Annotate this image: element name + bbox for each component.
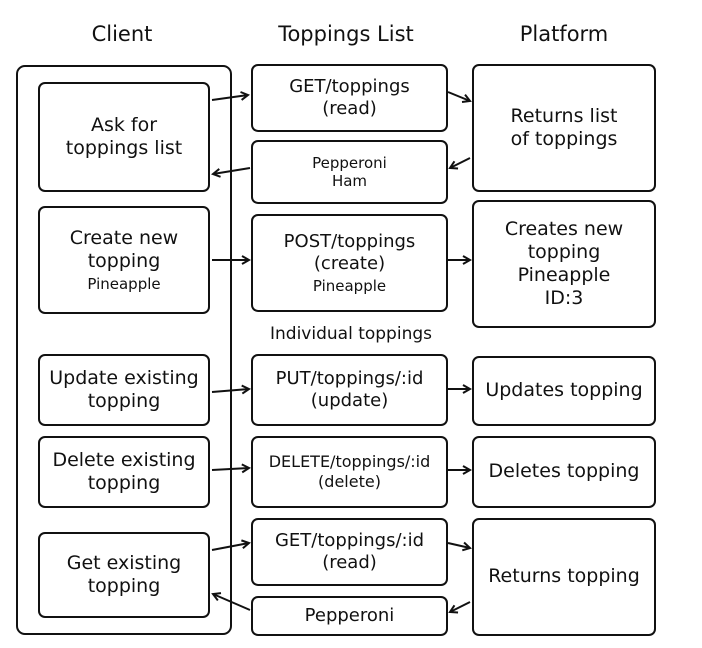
request-put-topping: PUT/toppings/:id (update): [251, 354, 448, 426]
platform-returns-list-line2: of toppings: [510, 128, 618, 150]
client-ask-toppings-list: Ask for toppings list: [38, 82, 210, 192]
client-delete-line1: Delete existing: [52, 448, 196, 471]
request-delete-line2: (delete): [318, 472, 381, 491]
request-post-line2: (create): [313, 252, 386, 274]
request-delete-topping: DELETE/toppings/:id (delete): [251, 436, 448, 508]
request-get-toppings-line1: GET/toppings: [289, 76, 410, 98]
response-list-line2: Ham: [331, 172, 368, 190]
header-toppings-list: Toppings List: [278, 22, 414, 46]
client-update-line2: topping: [87, 390, 161, 412]
client-update-line1: Update existing: [49, 366, 199, 389]
header-client: Client: [91, 22, 153, 46]
client-create-topping: Create new topping Pineapple: [38, 206, 210, 314]
arrow-returns-to-response: [450, 601, 471, 612]
platform-updates-topping: Updates topping: [472, 356, 656, 426]
response-topping-line1: Pepperoni: [304, 605, 395, 627]
platform-deletes-topping: Deletes topping: [472, 436, 656, 508]
client-create-line2: topping: [87, 249, 161, 272]
arrow-request-to-returns: [447, 543, 470, 548]
arrow-update-to-put: [211, 389, 249, 392]
arrow-get-to-returns-list: [447, 91, 470, 101]
client-create-sub: Pineapple: [87, 275, 161, 294]
arrow-delete-to-request: [211, 468, 249, 470]
section-label-individual-toppings: Individual toppings: [270, 324, 432, 344]
client-ask-line2: toppings list: [65, 137, 183, 159]
platform-returns-list-line1: Returns list: [510, 104, 618, 127]
platform-creates-line4: ID:3: [544, 287, 584, 310]
client-get-line1: Get existing: [66, 551, 182, 574]
client-delete-topping: Delete existing topping: [38, 436, 210, 508]
client-ask-line1: Ask for: [90, 113, 158, 136]
platform-creates-line1: Creates new: [504, 217, 624, 240]
response-topping: Pepperoni: [251, 596, 448, 636]
response-list-line1: Pepperoni: [312, 153, 387, 172]
request-put-line1: PUT/toppings/:id: [275, 368, 424, 390]
client-delete-line2: topping: [87, 472, 161, 494]
request-post-sub: Pineapple: [312, 276, 387, 295]
header-platform: Platform: [519, 22, 609, 46]
request-get-topping-line1: GET/toppings/:id: [274, 530, 425, 552]
request-put-line2: (update): [310, 390, 389, 411]
platform-deletes-line1: Deletes topping: [488, 460, 640, 483]
arrow-response-to-client: [213, 167, 251, 174]
client-create-line1: Create new: [69, 226, 179, 249]
request-get-topping-line2: (read): [322, 552, 377, 573]
platform-creates-line3: Pineapple: [517, 264, 611, 286]
request-get-toppings: GET/toppings (read): [251, 64, 448, 132]
platform-creates-topping: Creates new topping Pineapple ID:3: [472, 200, 656, 328]
client-get-line2: topping: [87, 575, 161, 597]
request-post-toppings: POST/toppings (create) Pineapple: [251, 214, 448, 312]
request-get-toppings-line2: (read): [322, 98, 377, 119]
request-get-topping: GET/toppings/:id (read): [251, 518, 448, 586]
request-post-line1: POST/toppings: [283, 230, 416, 252]
platform-updates-line1: Updates topping: [485, 379, 643, 402]
platform-returns-topping: Returns topping: [472, 518, 656, 636]
platform-returns-list: Returns list of toppings: [472, 64, 656, 192]
response-toppings-list: Pepperoni Ham: [251, 140, 448, 204]
arrow-get-to-request: [211, 543, 249, 551]
arrow-response-to-get: [213, 594, 251, 611]
platform-creates-line2: topping: [527, 240, 601, 263]
platform-returns-line1: Returns topping: [488, 565, 640, 588]
client-get-topping: Get existing topping: [38, 532, 210, 618]
request-delete-line1: DELETE/toppings/:id: [268, 452, 431, 472]
client-update-topping: Update existing topping: [38, 354, 210, 426]
arrow-ask-to-get: [211, 95, 248, 101]
arrow-returns-list-to-response: [450, 157, 471, 168]
